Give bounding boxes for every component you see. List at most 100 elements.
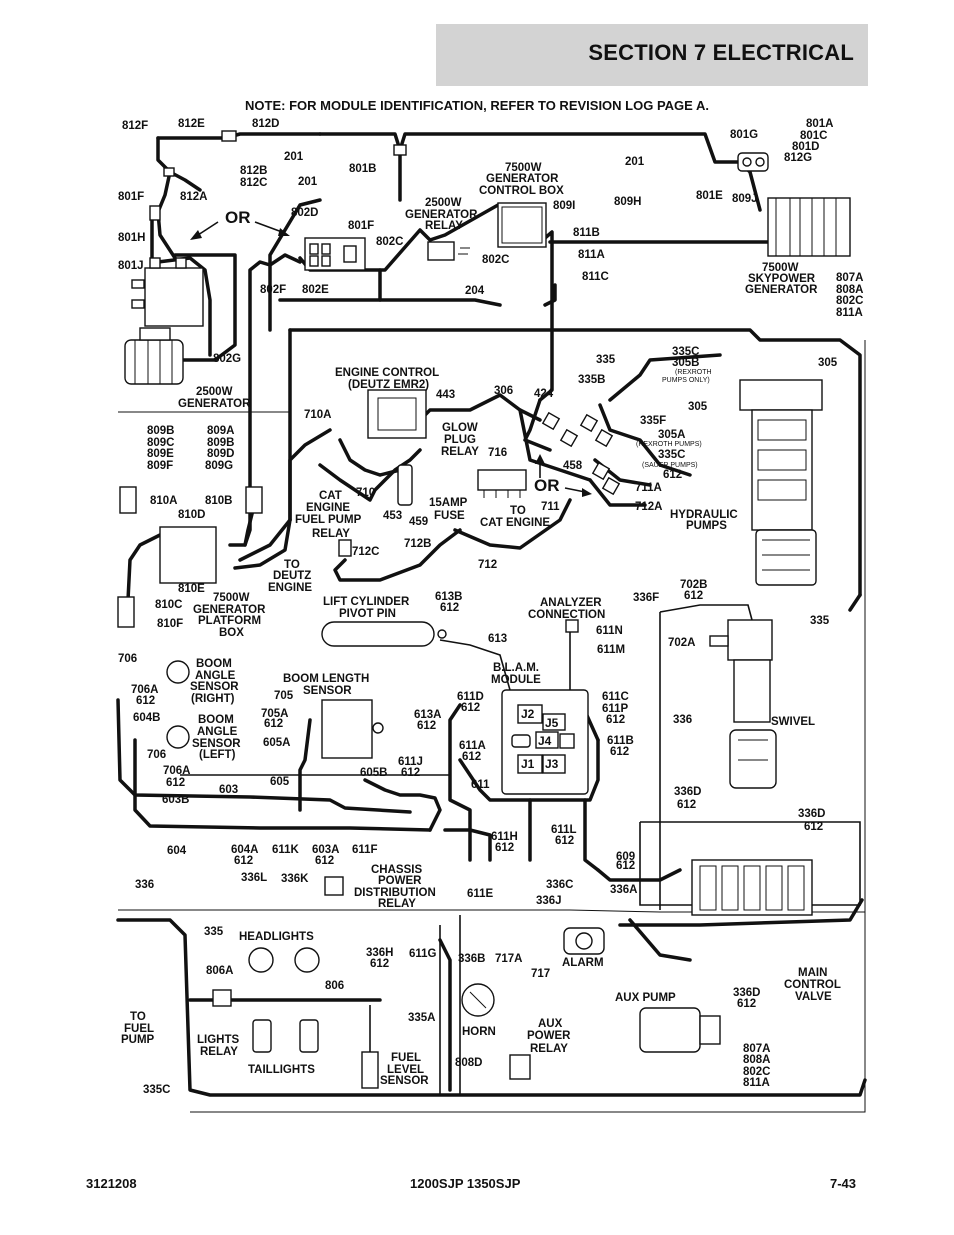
or-label: OR: [534, 476, 560, 495]
label: 802F: [260, 284, 286, 296]
footer-doc-number: 3121208: [86, 1176, 137, 1191]
label: 336D: [798, 808, 826, 820]
label: 336A: [610, 884, 638, 896]
label: 802C: [482, 254, 510, 266]
label: 612: [166, 777, 185, 789]
label: 807A: [836, 272, 864, 284]
label: PUMPS: [686, 520, 727, 532]
label: DEUTZ: [273, 570, 311, 582]
label: 335: [596, 354, 616, 366]
label: 812D: [252, 118, 280, 130]
label: RELAY: [378, 898, 416, 910]
label: 612: [440, 602, 459, 614]
label: 801H: [118, 232, 146, 244]
connector-label: J4: [538, 734, 552, 748]
label: 809F: [147, 460, 173, 472]
label: 710A: [304, 409, 332, 421]
main-control-valve-icon: [691, 859, 813, 916]
label: 705A: [261, 708, 289, 720]
label: B.L.A.M.: [493, 662, 539, 674]
label: 335A: [408, 1012, 436, 1024]
label: ENGINE CONTROL: [335, 367, 439, 379]
label: 424: [534, 388, 554, 400]
connector-label: J3: [545, 757, 559, 771]
label: (REXROTH: [675, 369, 712, 376]
label: 809D: [207, 448, 235, 460]
label: 802C: [376, 236, 404, 248]
label: 335: [204, 926, 224, 938]
fuel-level-sensor-icon: [361, 1005, 379, 1089]
label: 335C: [672, 346, 700, 358]
label: 612: [370, 958, 389, 970]
label: 801B: [349, 163, 377, 175]
label: 612: [401, 767, 420, 779]
skypower-generator-icon: [767, 197, 851, 257]
label: ALARM: [562, 957, 604, 969]
label: 612: [555, 835, 574, 847]
label: 711A: [635, 482, 662, 494]
label: AUX PUMP: [615, 992, 676, 1004]
label: 809I: [553, 200, 575, 212]
label: CAT: [319, 490, 342, 502]
label: PLATFORM: [198, 615, 261, 627]
boom-length-sensor-icon: [321, 699, 384, 759]
or-arrows: [190, 221, 592, 497]
label: 335B: [578, 374, 606, 386]
label: 603B: [162, 794, 190, 806]
label: RELAY: [312, 528, 350, 540]
label: 611C: [602, 691, 629, 703]
label: GENERATOR: [405, 209, 478, 221]
label: (SAUER PUMPS): [642, 462, 698, 469]
label: 811A: [743, 1077, 770, 1089]
label: 305: [818, 357, 838, 369]
label: TO: [510, 505, 526, 517]
frame-lines: [118, 340, 866, 1113]
label: 611J: [398, 756, 423, 768]
label: 802G: [213, 353, 241, 365]
swivel-icon: [709, 619, 777, 789]
label: 612: [234, 855, 253, 867]
label: 806: [325, 980, 344, 992]
connector-label: J1: [521, 757, 535, 771]
label: 611F: [352, 844, 378, 856]
label: 802D: [291, 207, 319, 219]
label: FUEL PUMP: [295, 514, 362, 526]
label: 612: [616, 860, 635, 872]
component-labels: 812F 812E 812D 201 812B 812C 201 812A 80…: [118, 118, 864, 1096]
footer-page-number: 7-43: [830, 1176, 857, 1191]
label: 613B: [435, 591, 463, 603]
label: 712B: [404, 538, 432, 550]
label: 717: [531, 968, 550, 980]
label: 612: [606, 714, 625, 726]
label: 809B: [147, 425, 175, 437]
label: 802C: [836, 295, 864, 307]
wiring-harness-lower: [116, 698, 682, 882]
label: 613: [488, 633, 507, 645]
label: DISTRIBUTION: [354, 887, 436, 899]
label: 812F: [122, 120, 148, 132]
label: 702A: [668, 637, 696, 649]
label: 305B: [672, 357, 700, 369]
horn-icon: [461, 983, 495, 1017]
label: 443: [436, 389, 455, 401]
label: 716: [488, 447, 507, 459]
generator-control-box-icon: [497, 202, 547, 248]
label: 612: [610, 746, 629, 758]
label: RELAY: [530, 1043, 568, 1055]
label: 810C: [155, 599, 183, 611]
label: 810D: [178, 509, 206, 521]
footer-model: 1200SJP 1350SJP: [410, 1176, 521, 1191]
label: CONNECTION: [528, 609, 605, 621]
label: 702B: [680, 579, 708, 591]
label: 806A: [206, 965, 234, 977]
label: 611: [471, 779, 490, 791]
connector-812a: [163, 167, 175, 177]
label: ENGINE: [268, 582, 312, 594]
engine-control-emr2-icon: [367, 389, 427, 439]
or-label: OR: [225, 208, 251, 227]
label: 812A: [180, 191, 208, 203]
label: (REXROTH PUMPS): [636, 441, 702, 448]
label: HEADLIGHTS: [239, 931, 314, 943]
label: 305: [688, 401, 708, 413]
label: 603A: [312, 844, 340, 856]
